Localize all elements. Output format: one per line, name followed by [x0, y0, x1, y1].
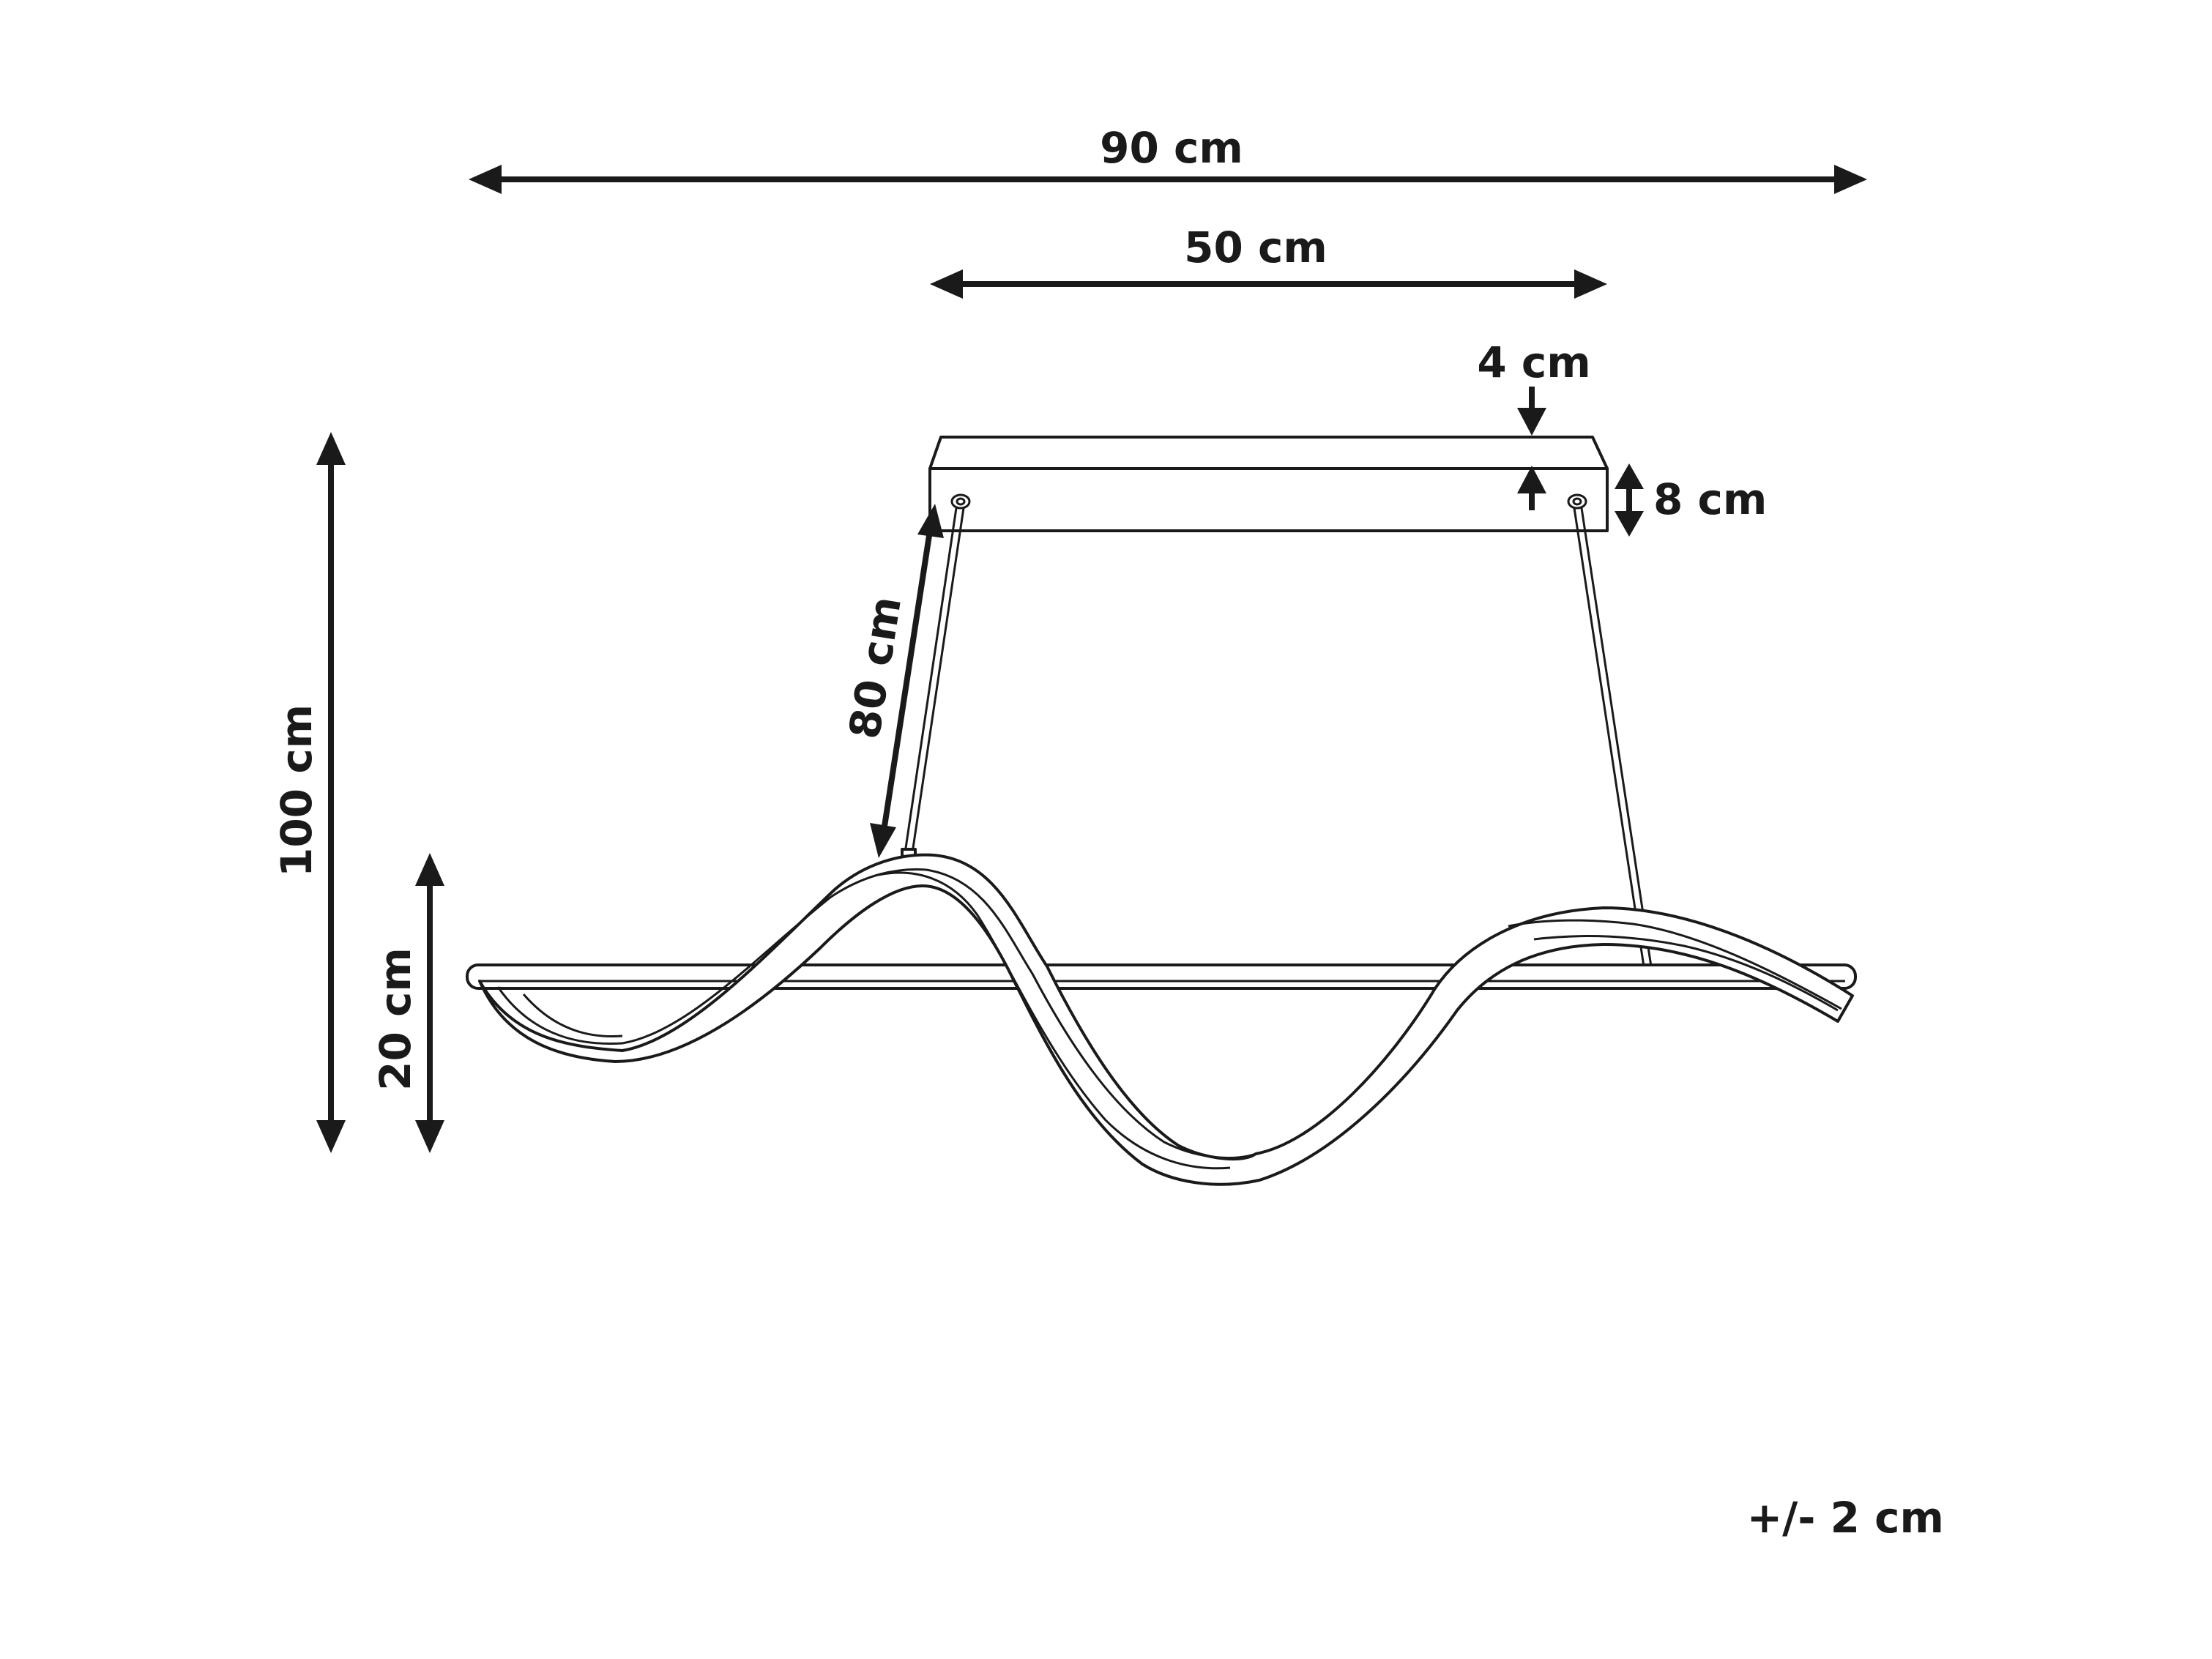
suspension-wires: [901, 507, 1653, 967]
arrowhead-up: [1517, 466, 1546, 493]
wire-left-b: [911, 507, 965, 854]
canopy-width-dimension: 50 cm: [930, 223, 1607, 299]
canopy-mount-hole-right-inner: [1572, 497, 1582, 506]
arrowhead-up: [917, 504, 944, 538]
ribbon-inner-edge-2: [878, 871, 1231, 1170]
canopy-mount-hole-right: [1567, 493, 1587, 510]
canopy-mount-hole-left: [950, 493, 971, 510]
arrowhead-down: [1517, 408, 1546, 436]
ribbon-outer: [478, 853, 1854, 1186]
arrowhead-right: [1574, 269, 1607, 299]
arrowhead-down: [316, 1120, 346, 1153]
canopy-top: [928, 436, 1609, 470]
lamp-bar: [466, 963, 1857, 990]
ribbon-inner-edge-1: [496, 868, 1256, 1159]
lamp-height-label: 20 cm: [370, 947, 420, 1091]
arrowhead-down: [415, 1120, 444, 1153]
ribbon-inner-edge-5: [522, 993, 623, 1037]
total-height-label: 100 cm: [272, 704, 321, 877]
total-height-dimension: 100 cm: [272, 432, 346, 1153]
ribbon-inner-edge-4: [1533, 935, 1839, 1012]
total-width-label: 90 cm: [1100, 123, 1243, 173]
canopy-mount-hole-left-inner: [956, 497, 966, 506]
canopy-width-label: 50 cm: [1184, 223, 1327, 272]
ceiling-canopy: [928, 436, 1609, 532]
lamp-height-dimension: 20 cm: [370, 853, 444, 1153]
arrowhead-right: [1834, 165, 1867, 194]
wire-right-a: [1573, 507, 1645, 967]
tolerance-note: +/- 2 cm: [1747, 1493, 1944, 1543]
total-width-dimension: 90 cm: [469, 123, 1867, 194]
cable-length-line: [881, 530, 933, 832]
arrowhead-up: [1615, 463, 1644, 489]
lamp-bar-body: [466, 963, 1857, 990]
wave-led-ribbon: [478, 853, 1854, 1186]
arrowhead-left: [469, 165, 502, 194]
arrowhead-down: [870, 823, 896, 858]
ribbon-inner-edge-3: [1508, 919, 1842, 1010]
arrowhead-up: [415, 853, 444, 886]
wire-right-b: [1580, 507, 1653, 967]
canopy-depth-dimension: 4 cm: [1477, 338, 1591, 510]
canopy-body: [928, 467, 1609, 532]
cable-length-dimension: 80 cm: [839, 504, 944, 858]
canopy-height-label: 8 cm: [1653, 474, 1767, 524]
wire-left-a: [904, 507, 958, 854]
arrowhead-up: [316, 432, 346, 465]
canopy-height-dimension: 8 cm: [1615, 463, 1767, 537]
arrowhead-left: [930, 269, 963, 299]
arrowhead-down: [1615, 511, 1644, 537]
canopy-depth-label: 4 cm: [1477, 338, 1590, 387]
